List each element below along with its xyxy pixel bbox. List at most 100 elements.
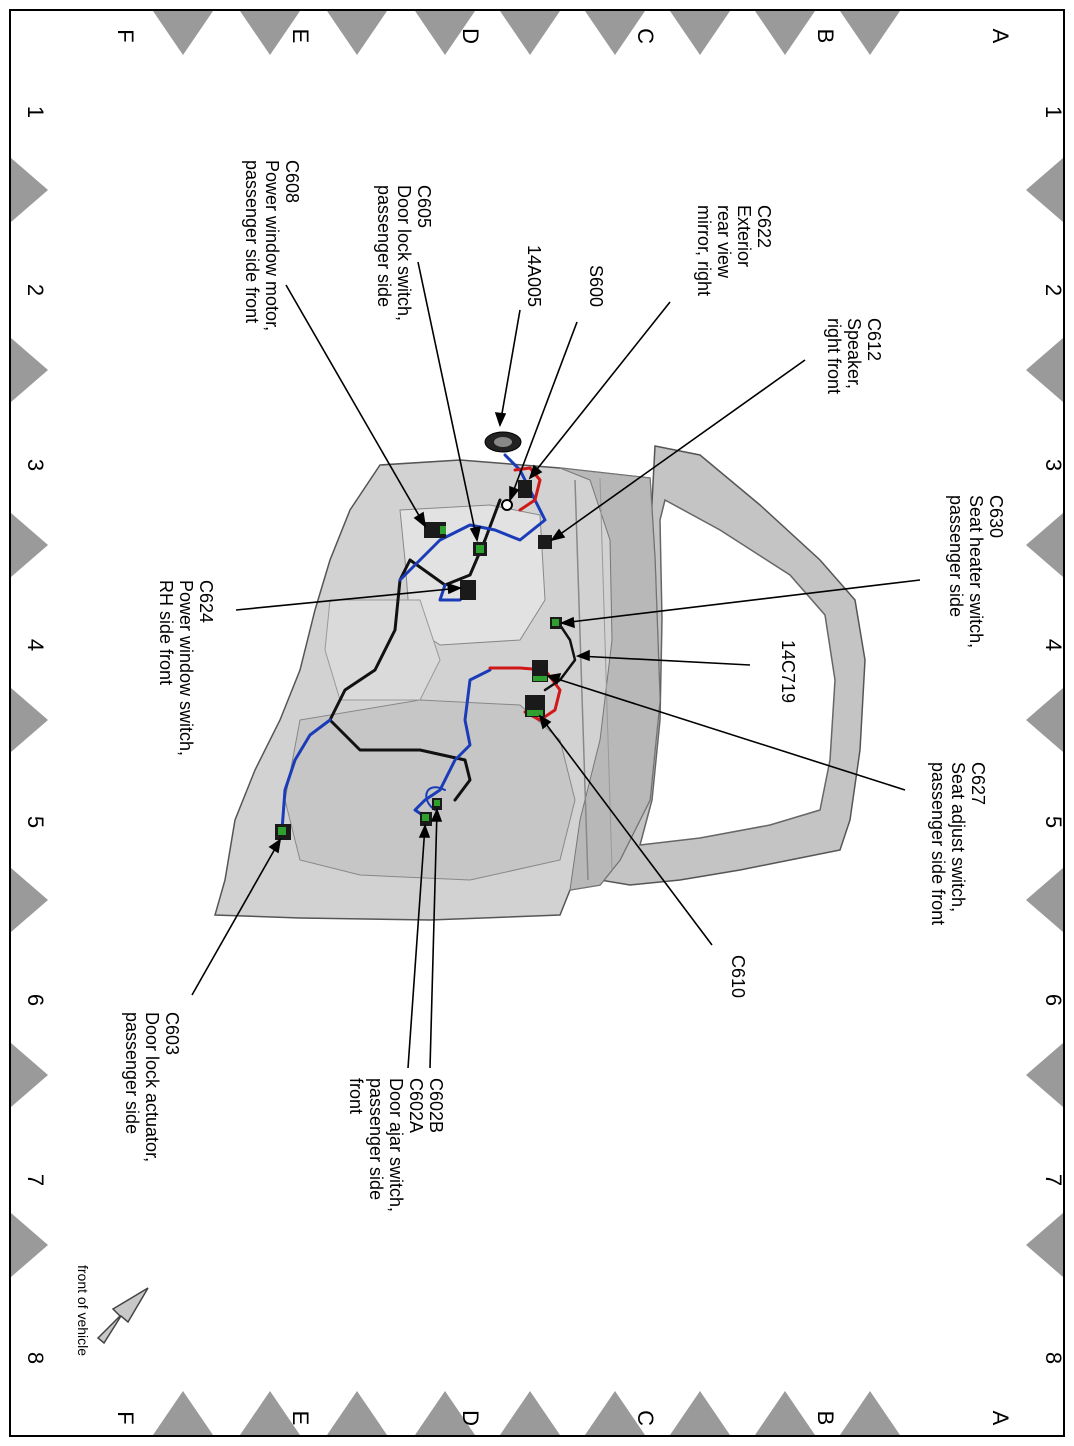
leader-c612 (551, 359, 806, 541)
leader-lines (191, 261, 921, 1069)
grid-col-label: 3 (1041, 459, 1066, 471)
connector-c622 (518, 480, 532, 498)
grid-triangle-bottom (327, 1391, 387, 1435)
grid-triangle-right (1026, 688, 1063, 752)
callout-line: passenger side (122, 1012, 142, 1134)
callout-c602: C602BC602ADoor ajar switch,passenger sid… (346, 1078, 446, 1212)
callout-line: S600 (586, 265, 606, 307)
grid-col-label: 5 (23, 816, 48, 828)
callout-c622: C622Exteriorrear viewmirror, right (694, 205, 774, 296)
grid-triangle-top (755, 11, 815, 55)
grid-col-label: 1 (23, 106, 48, 118)
leader-c602a (407, 825, 426, 1069)
grid-col-label: 6 (23, 994, 48, 1006)
callout-c603: C603Door lock actuator,passenger side (122, 1012, 182, 1162)
arrowhead-14a005 (494, 412, 507, 428)
arrowhead-c630 (559, 616, 575, 629)
door-shade-band (559, 467, 661, 891)
grid-triangle-left (11, 513, 48, 577)
arrowhead-c624 (447, 582, 463, 595)
connector-c627-tab (533, 676, 547, 681)
callout-line: Power window switch, (176, 580, 196, 756)
arrowhead-s600 (509, 485, 520, 503)
connector-c608-tab (440, 526, 446, 534)
callout-line: Seat heater switch, (966, 495, 986, 648)
callout-line: passenger side front (928, 762, 948, 925)
grid-triangle-bottom (240, 1391, 300, 1435)
leader-c605 (417, 261, 478, 541)
grid-row-label: F (113, 1411, 138, 1424)
callout-line: C610 (728, 955, 748, 998)
connector-c603-tab (278, 827, 286, 835)
callout-14c719: 14C719 (778, 640, 798, 703)
connector-c610-tab (527, 710, 543, 716)
callout-line: C612 (864, 318, 884, 361)
grid-triangle-left (11, 688, 48, 752)
callout-line: C605 (414, 185, 434, 228)
grid-row-label: A (988, 29, 1013, 44)
callout-line: C630 (986, 495, 1006, 538)
callout-line: Speaker, (844, 318, 864, 389)
grid-triangle-right (1026, 513, 1063, 577)
callout-line: Seat adjust switch, (948, 762, 968, 912)
front-of-vehicle-indicator: front of vehicle (75, 1265, 149, 1356)
grid-col-label: 8 (23, 1352, 48, 1364)
grid-triangle-right (1026, 1043, 1063, 1107)
grid-col-label: 1 (1041, 106, 1066, 118)
grid-col-label: 6 (1041, 994, 1066, 1006)
grid-triangle-left (11, 338, 48, 402)
grid-triangle-bottom (585, 1391, 645, 1435)
arrowhead-c610 (538, 714, 552, 730)
callout-c627: C627Seat adjust switch,passenger side fr… (928, 762, 988, 925)
grid-triangle-right (1026, 338, 1063, 402)
leader-c608 (285, 284, 426, 527)
harness-red-c627 (488, 666, 562, 722)
grid-col-label: 2 (23, 284, 48, 296)
grid-triangle-right (1026, 158, 1063, 222)
grid-triangle-bottom (840, 1391, 900, 1435)
grid-triangle-right (1026, 868, 1063, 932)
callout-line: C602A (406, 1078, 426, 1133)
callout-line: C603 (162, 1012, 182, 1055)
arrowhead-c627 (546, 672, 562, 685)
grid-col-label: 3 (23, 459, 48, 471)
arrowhead-c605 (469, 525, 482, 543)
grid-triangle-bottom (153, 1391, 213, 1435)
leader-c627 (547, 675, 906, 791)
grid-triangle-bottom (755, 1391, 815, 1435)
callout-line: front (346, 1078, 366, 1114)
grid-row-label: B (813, 29, 838, 44)
grid-col-label: 2 (1041, 284, 1066, 296)
callout-line: Exterior (734, 205, 754, 267)
callout-line: 14C719 (778, 640, 798, 703)
callout-line: passenger side (946, 495, 966, 617)
arrowhead-c602b (430, 807, 443, 822)
leader-c624 (235, 587, 461, 611)
grid-triangle-bottom (670, 1391, 730, 1435)
callout-line: C622 (754, 205, 774, 248)
grid-triangle-top (327, 11, 387, 55)
grid-col-label: 7 (1041, 1174, 1066, 1186)
grid-row-label: D (458, 28, 483, 44)
arrowhead-c622 (528, 464, 543, 480)
leader-c602b (429, 809, 438, 1069)
grid-col-label: 7 (23, 1174, 48, 1186)
grid-row-label: F (113, 29, 138, 42)
grid-triangle-left (11, 1043, 48, 1107)
grid-triangle-right (1026, 1213, 1063, 1277)
harness-blue-right (413, 668, 492, 822)
grid-markers (11, 11, 1063, 1435)
harness-blue-loop (425, 786, 446, 811)
door-rib (574, 479, 589, 881)
grid-triangle-left (11, 1213, 48, 1277)
grid-triangle-top (840, 11, 900, 55)
front-arrow-icon (96, 1287, 149, 1345)
door-rib (599, 477, 613, 871)
grommet-14a005-inner (494, 437, 512, 447)
grid-triangle-left (11, 868, 48, 932)
harness-black-main (328, 498, 502, 802)
callout-line: mirror, right (694, 205, 714, 296)
